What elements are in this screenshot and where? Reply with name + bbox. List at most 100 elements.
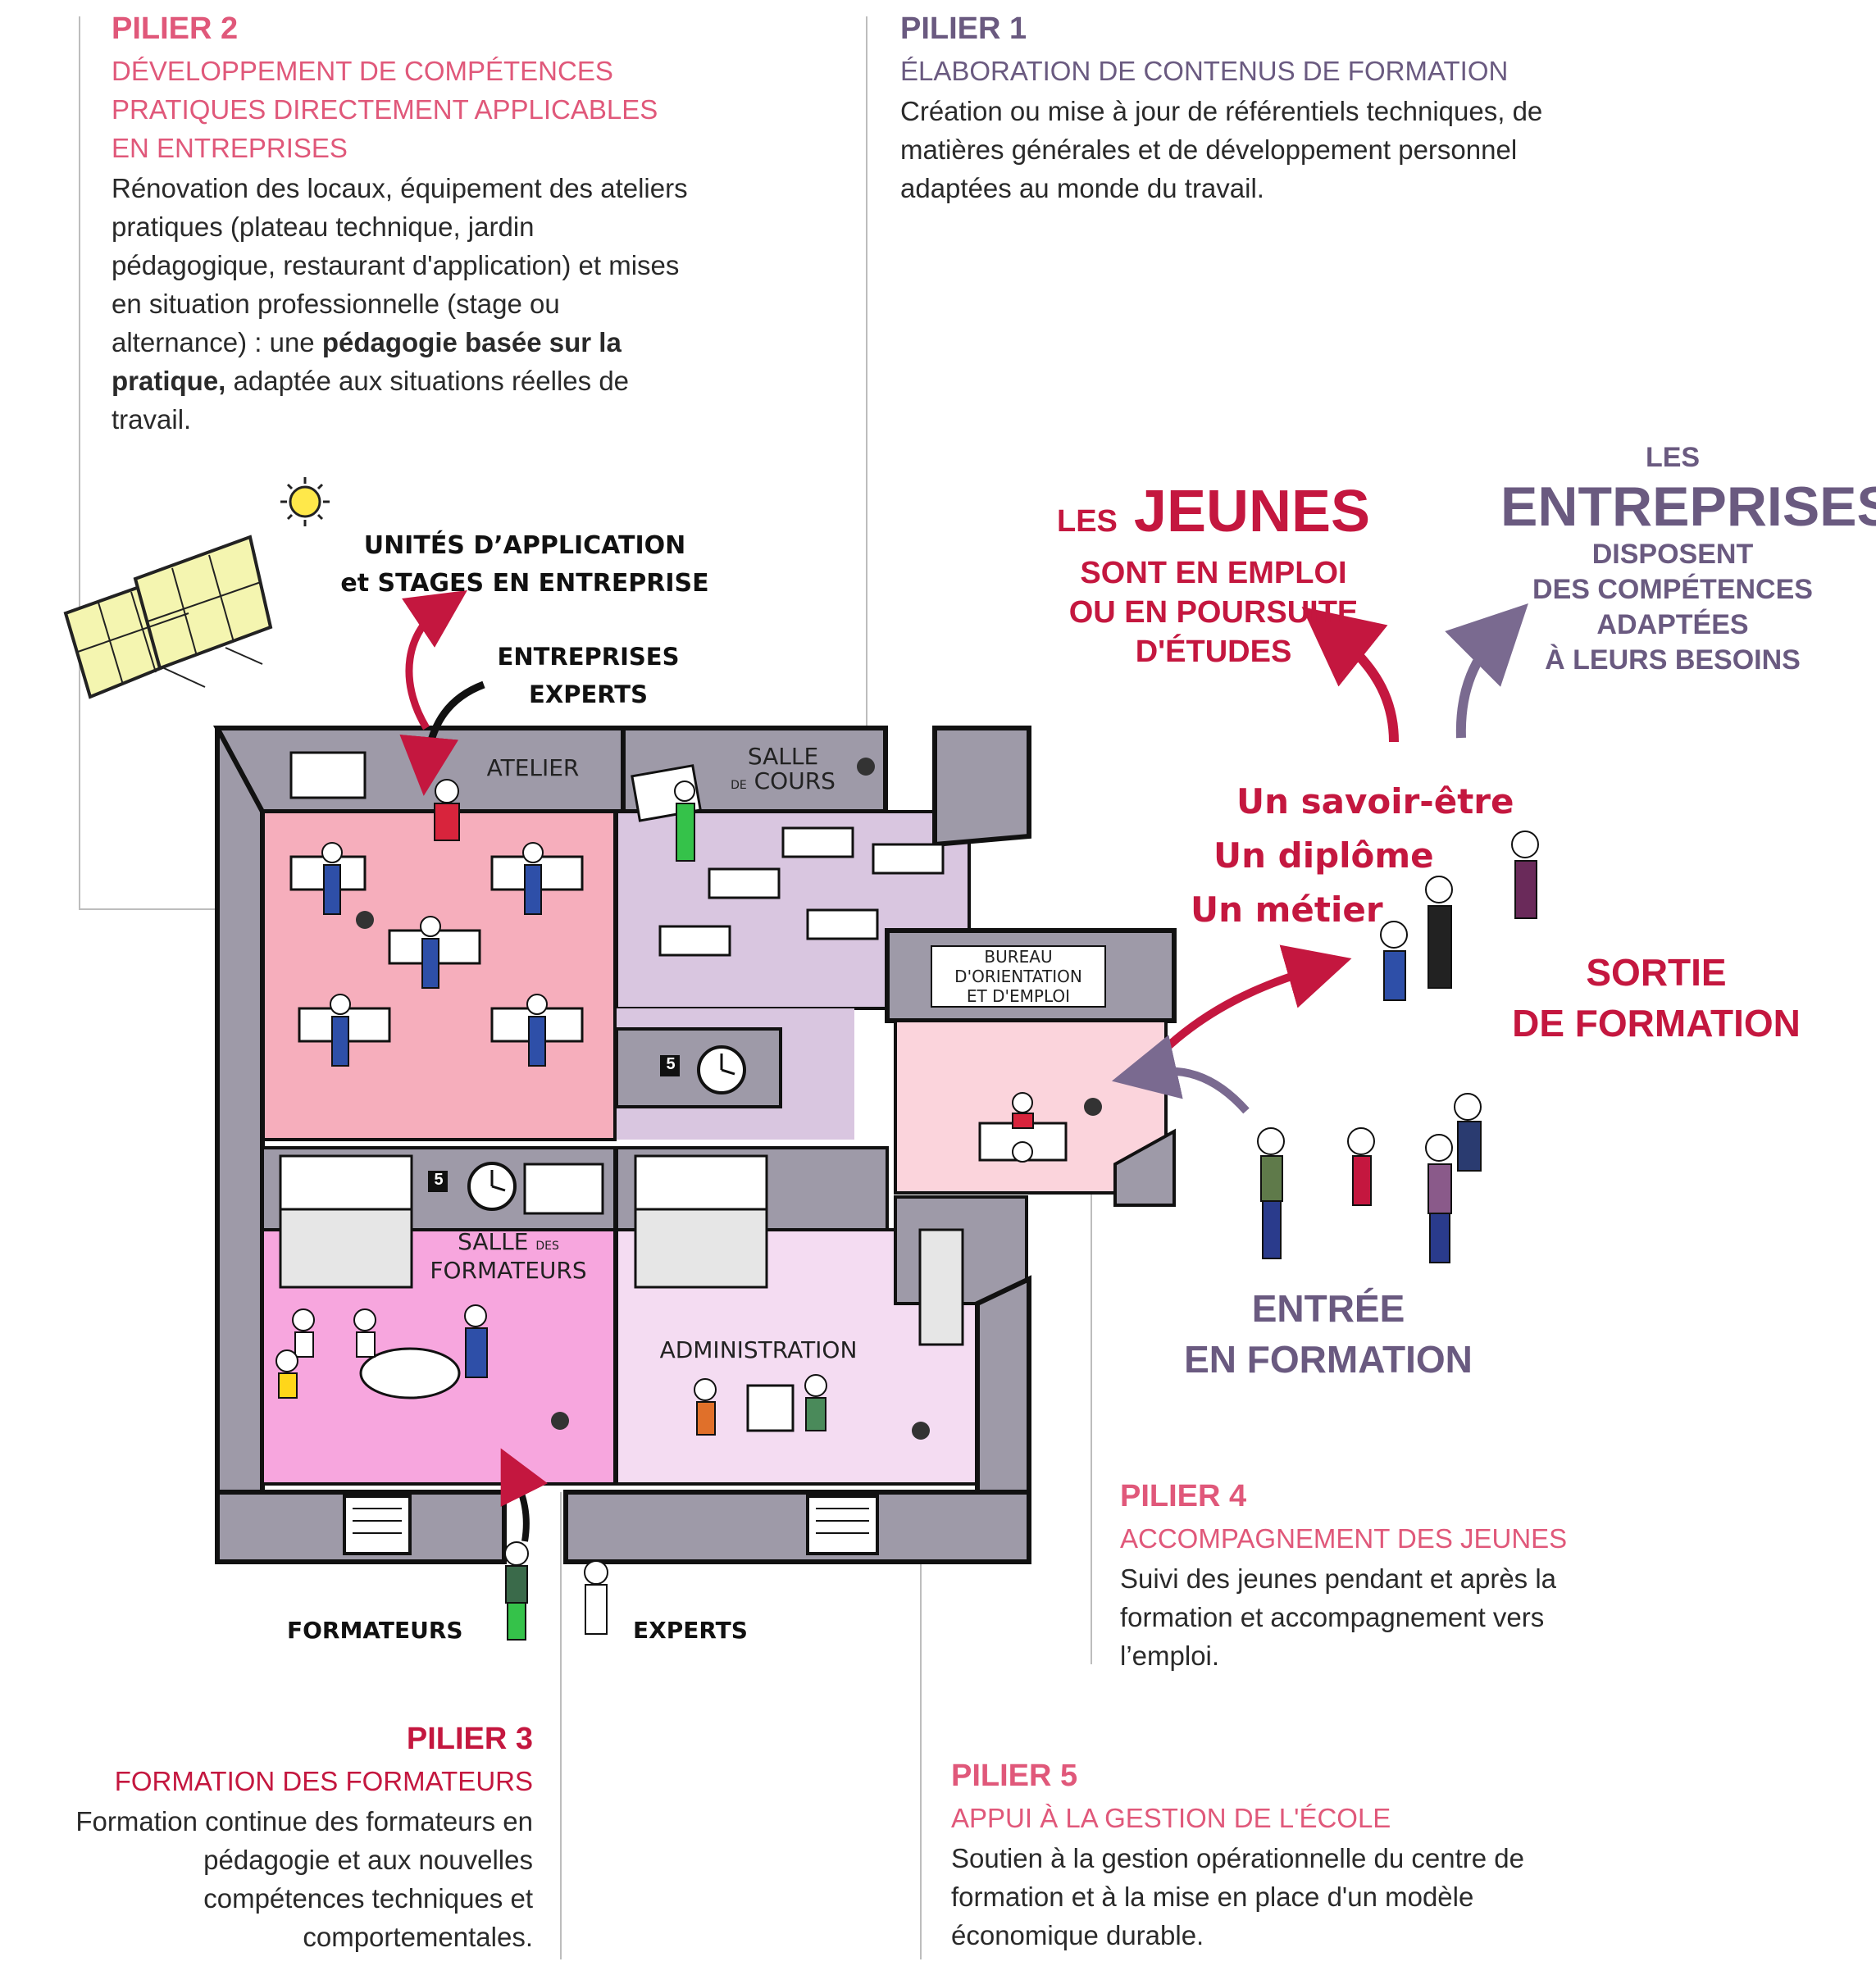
arrow-jeunes <box>1301 607 1399 743</box>
gain-diplome: Un diplôme <box>1213 835 1434 876</box>
bureau-line1: BUREAU <box>984 947 1053 967</box>
ent-line4: À LEURS BESOINS <box>1545 644 1801 676</box>
formateurs-label: FORMATEURS <box>287 1617 463 1644</box>
entree-line1: ENTRÉE <box>1251 1287 1405 1330</box>
pillar-4: PILIER 4 ACCOMPAGNEMENT DES JEUNES Suivi… <box>1120 1479 1628 1675</box>
pillar-2-subtitle: DÉVELOPPEMENT DE COMPÉTENCES PRATIQUES D… <box>112 56 658 163</box>
entree-line2: EN FORMATION <box>1184 1338 1473 1381</box>
bureau-line3: ET D'EMPLOI <box>966 986 1071 1006</box>
gains-list: Un savoir-être Un diplôme Un métier <box>1181 775 1514 937</box>
bookshelf-right <box>634 1208 768 1289</box>
jeunes-line1: SONT EN EMPLOI <box>1080 556 1347 590</box>
salle-formateurs-line2: FORMATEURS <box>430 1257 587 1284</box>
notice-board <box>523 1163 604 1215</box>
connector-p1-vertical <box>866 16 867 730</box>
pillar-5: PILIER 5 APPUI À LA GESTION DE L'ÉCOLE S… <box>951 1759 1525 1955</box>
classroom-desks <box>658 826 945 957</box>
ent-les: LES <box>1645 442 1701 473</box>
salle-formateurs-label: SALLE DES FORMATEURS <box>410 1230 607 1283</box>
pillar-2-body-bold: pédagogie basée sur la pratique, <box>112 327 622 396</box>
building <box>212 726 1177 1564</box>
gain-metier: Un métier <box>1191 890 1383 930</box>
trainer-figure <box>434 803 460 841</box>
shelf-top-left <box>279 1154 413 1215</box>
bureau-line2: D'ORIENTATION <box>954 967 1082 986</box>
jeunes-line3: D'ÉTUDES <box>1135 635 1292 669</box>
pillar-2-body-a: Rénovation des locaux, équipement des at… <box>112 173 688 357</box>
pillar-3: PILIER 3 FORMATION DES FORMATEURS Format… <box>69 1722 533 1956</box>
ent-big: ENTREPRISES <box>1500 476 1876 538</box>
bookshelf-left <box>279 1208 413 1289</box>
pillar-4-subtitle: ACCOMPAGNEMENT DES JEUNES <box>1120 1523 1568 1554</box>
window-right <box>806 1495 879 1555</box>
jeunes-headline: LES JEUNES <box>1050 480 1377 553</box>
connector-p5-vertical <box>920 1410 922 1959</box>
counter-number: 5 <box>666 1055 676 1073</box>
meeting-table <box>359 1347 461 1399</box>
pillar-2-body: Rénovation des locaux, équipement des at… <box>112 169 702 439</box>
sortie-line2: DE FORMATION <box>1512 1002 1801 1044</box>
gain-savoir-etre: Un savoir-être <box>1236 781 1514 821</box>
salle-formateurs-des: DES <box>535 1240 559 1253</box>
salle-formateurs-line1: SALLE DES <box>410 1230 607 1258</box>
salle-cours-label: SALLE DE COURS <box>693 744 873 798</box>
sun-icon <box>289 485 321 518</box>
connector-p4-vertical <box>1091 1090 1092 1664</box>
bookshelf-admin <box>918 1228 964 1346</box>
jeunes-outcome: LES JEUNES SONT EN EMPLOI OU EN POURSUIT… <box>1050 480 1377 671</box>
unites-label-line2: et STAGES EN ENTREPRISE <box>340 569 709 598</box>
connector-p3-vertical <box>560 1394 562 1959</box>
arrow-entreprises <box>1445 603 1528 739</box>
arrow-entreprises-in <box>399 680 485 796</box>
pillar-1-subtitle: ÉLABORATION DE CONTENUS DE FORMATION <box>900 56 1509 86</box>
pillar-1-title: PILIER 1 <box>900 11 1027 46</box>
arrow-bureau-out <box>1153 944 1352 1061</box>
pillar-3-body: Formation continue des formateurs en péd… <box>75 1806 533 1952</box>
pillar-3-subtitle: FORMATION DES FORMATEURS <box>114 1766 533 1796</box>
bureau-label: BUREAU D'ORIENTATION ET D'EMPLOI <box>931 945 1106 1008</box>
pillar-5-body: Soutien à la gestion opérationnelle du c… <box>951 1843 1525 1950</box>
jeunes-line2: OU EN POURSUITE <box>1068 595 1359 630</box>
entree-label: ENTRÉE EN FORMATION <box>1140 1283 1517 1385</box>
salle-cours-de: DE <box>731 779 747 792</box>
pillar-1-body: Création ou mise à jour de référentiels … <box>900 96 1543 203</box>
sortie-label: SORTIE DE FORMATION <box>1476 947 1837 1049</box>
arrow-bureau-in <box>1111 1035 1250 1114</box>
sortie-line1: SORTIE <box>1586 951 1727 994</box>
pillar-2-title: PILIER 2 <box>112 11 239 46</box>
ent-line2: DES COMPÉTENCES <box>1532 574 1813 605</box>
pillar-3-title: PILIER 3 <box>406 1722 533 1756</box>
solar-panels-icon <box>63 477 330 699</box>
entreprises-label: ENTREPRISES <box>497 643 680 671</box>
ent-line3: ADAPTÉES <box>1596 609 1749 640</box>
window-left <box>343 1495 412 1555</box>
pillar-4-body: Suivi des jeunes pendant et après la for… <box>1120 1563 1557 1671</box>
atelier-board <box>289 751 367 799</box>
entreprises-outcome: LES ENTREPRISES DISPOSENT DES COMPÉTENCE… <box>1500 439 1876 678</box>
counter-box <box>660 1055 680 1076</box>
unites-label: UNITÉS D’APPLICATION et STAGES EN ENTREP… <box>336 527 713 603</box>
salle-cours-line1: SALLE <box>747 743 819 770</box>
experts-bottom-label: EXPERTS <box>633 1617 748 1644</box>
arrow-formateurs-in <box>500 1448 548 1542</box>
pillar-2: PILIER 2 DÉVELOPPEMENT DE COMPÉTENCES PR… <box>112 11 702 439</box>
atelier-label: ATELIER <box>486 754 580 781</box>
pillar-2-body-b: adaptée aux situations réelles de travai… <box>112 366 630 435</box>
pillar-4-title: PILIER 4 <box>1120 1479 1247 1513</box>
pillar-5-subtitle: APPUI À LA GESTION DE L'ÉCOLE <box>951 1803 1391 1833</box>
pillar-5-title: PILIER 5 <box>951 1759 1078 1793</box>
counter-box-2 <box>428 1171 448 1192</box>
arrow-atelier-out <box>402 590 467 730</box>
computer-icon <box>746 1384 795 1432</box>
jeunes-big: JEUNES <box>1133 479 1371 544</box>
salle-cours-word: COURS <box>754 767 836 794</box>
unites-label-line1: UNITÉS D’APPLICATION <box>363 531 686 560</box>
people <box>275 779 1539 1641</box>
ent-line1: DISPOSENT <box>1591 539 1754 570</box>
counter-number-2: 5 <box>434 1171 444 1189</box>
shelf-top-right <box>634 1154 768 1215</box>
entreprises-experts-label: ENTREPRISES EXPERTS <box>484 638 693 713</box>
teacher-figure <box>676 803 695 862</box>
salle-formateurs-word: SALLE <box>458 1228 529 1255</box>
